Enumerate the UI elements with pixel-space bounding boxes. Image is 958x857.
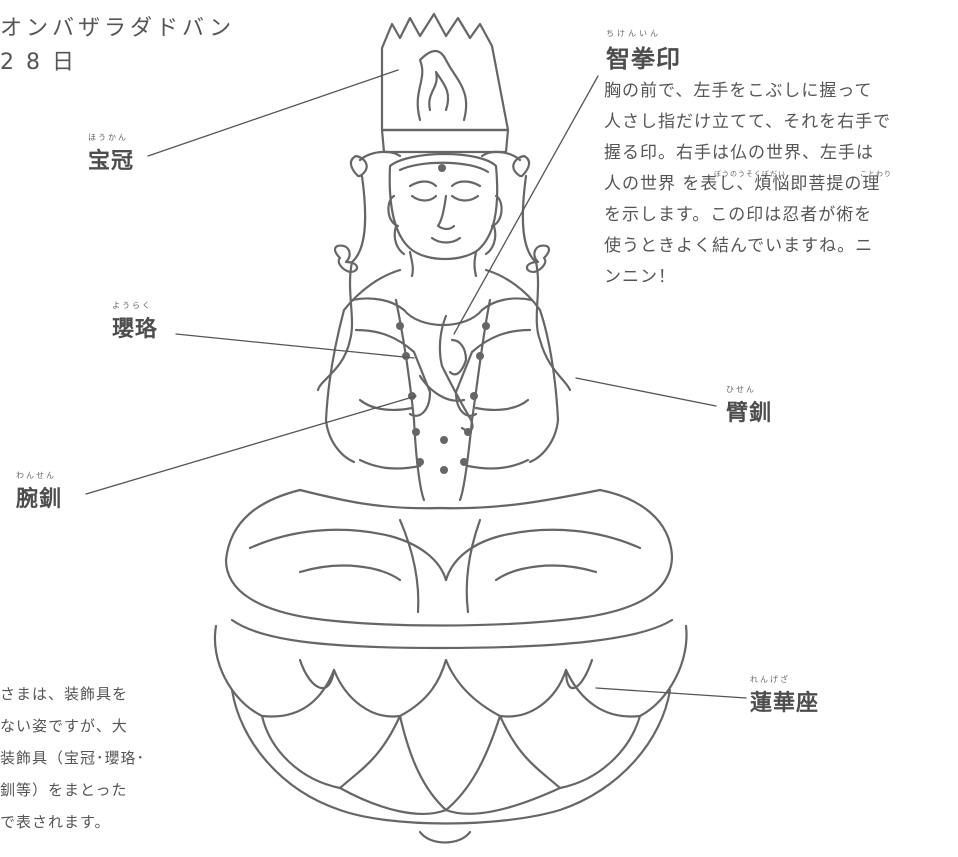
mudra-line-4-wrap: ぼうのうそくぼだい ことわり 人の世界 を表し、煩悩即菩提の理 <box>604 169 956 200</box>
leader-line-youraku <box>175 333 415 359</box>
ruby-kotowari: ことわり <box>860 170 892 178</box>
bottom-note-line-3: 装飾具（宝冠･瓔珞･ <box>0 749 146 767</box>
label-youraku-ruby: ようらく <box>112 301 152 310</box>
mantra-text: オンバザラダドバン <box>0 16 236 41</box>
label-rengeza: れんげざ 蓮華座 <box>750 674 819 717</box>
necklace-beads <box>394 298 492 502</box>
mudra-line-7: ンニン！ <box>604 267 676 287</box>
leader-line-houkan <box>147 69 399 157</box>
label-hisen-ruby: ひせん <box>726 385 756 394</box>
leader-line-hisen <box>575 377 717 407</box>
label-hisen: ひせん 臂釧 <box>726 384 772 427</box>
label-houkan: ほうかん 宝冠 <box>88 132 134 175</box>
label-youraku-text: 瓔珞 <box>112 317 159 342</box>
day-text: 28日 <box>0 50 86 75</box>
label-hisen-text: 臂釧 <box>726 401 773 426</box>
label-houkan-ruby: ほうかん <box>88 133 128 142</box>
ruby-bonnou: ぼうのうそくぼだい <box>714 170 786 178</box>
bottom-note-line-5: で表されます。 <box>0 813 111 831</box>
label-wansen-ruby: わんせん <box>16 471 56 480</box>
label-rengeza-text: 蓮華座 <box>750 691 820 716</box>
seated-legs-drawing <box>224 488 674 627</box>
mudra-line-5: を示します。この印は忍者が術を <box>604 205 873 225</box>
mudra-line-4: 人の世界 を表し、煩悩即菩提の理 <box>604 174 881 194</box>
mudra-line-6: 使うときよく結んでいますね。ニ <box>604 236 874 256</box>
torso-drawing <box>324 268 560 470</box>
bottom-note-line-1: さまは、装飾具を <box>0 685 129 703</box>
mudra-line-2: 人さし指だけ立てて、それを右手で <box>604 112 892 132</box>
label-rengeza-ruby: れんげざ <box>750 675 790 684</box>
bottom-note: さまは、装飾具を ない姿ですが、大 装飾具（宝冠･瓔珞･ 釧等）をまとった で表… <box>0 678 230 857</box>
bottom-note-line-4: 釧等）をまとった <box>0 781 128 799</box>
lotus-seat-drawing <box>213 618 688 844</box>
mudra-description: 胸の前で、左手をこぶしに握って 人さし指だけ立てて、それを右手で 握る印。右手は… <box>604 76 956 293</box>
leader-line-chikenin <box>453 75 599 335</box>
label-wansen-text: 腕釧 <box>16 487 63 512</box>
label-wansen: わんせん 腕釧 <box>16 470 62 513</box>
label-chikenin-text: 智拳印 <box>606 45 681 73</box>
label-chikenin: ちけんいん 智拳印 <box>606 28 681 74</box>
crown-drawing <box>349 12 531 178</box>
label-chikenin-ruby: ちけんいん <box>606 29 661 38</box>
mudra-line-1: 胸の前で、左手をこぶしに握って <box>604 81 873 101</box>
mudra-line-3: 握る印。右手は仏の世界、左手は <box>604 143 874 163</box>
leader-line-wansen <box>85 395 417 495</box>
face-drawing <box>387 152 503 278</box>
leader-line-rengeza <box>595 687 747 699</box>
label-youraku: ようらく 瓔珞 <box>112 300 158 343</box>
label-houkan-text: 宝冠 <box>88 149 135 174</box>
bottom-note-line-2: ない姿ですが、大 <box>0 717 128 735</box>
